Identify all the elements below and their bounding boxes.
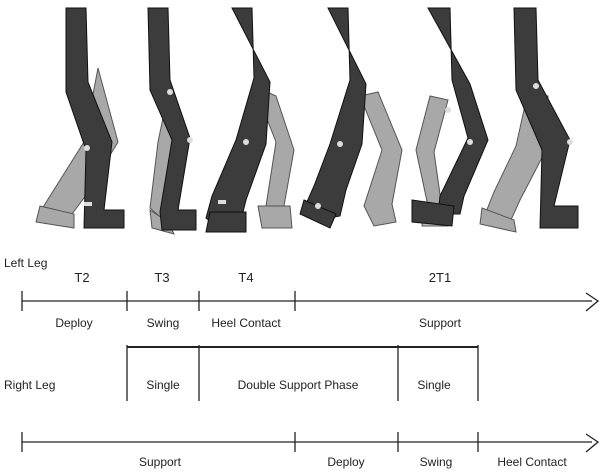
support-phase-band: Right Leg Single Double Support Phase Si…: [4, 345, 478, 401]
phase-title-t3: T3: [154, 270, 169, 285]
single-support-2: Single: [417, 378, 451, 392]
phase-title-t4: T4: [238, 270, 253, 285]
leg-figure-1: [36, 8, 124, 228]
phase-deploy: Deploy: [55, 316, 92, 330]
right-leg-axis-arrow: [586, 434, 598, 452]
left-leg-timeline: Left Leg T2 T3 T4 2T1 Deploy Swing Heel …: [4, 256, 598, 330]
right-phase-support: Support: [139, 455, 182, 469]
single-support-1: Single: [146, 378, 180, 392]
leg-figures: [36, 8, 578, 234]
leg-figure-2: [148, 8, 196, 234]
right-phase-heel-contact: Heel Contact: [497, 455, 567, 469]
leg-figure-5: [412, 8, 488, 226]
leg-figure-4: [300, 8, 402, 228]
leg-figure-3: [206, 8, 294, 232]
phase-support: Support: [419, 316, 462, 330]
phase-heel-contact: Heel Contact: [211, 316, 281, 330]
left-leg-label: Left Leg: [4, 256, 47, 270]
phase-title-2t1: 2T1: [429, 270, 451, 285]
phase-title-t2: T2: [74, 270, 89, 285]
phase-swing: Swing: [147, 316, 180, 330]
right-leg-label: Right Leg: [4, 378, 55, 392]
right-leg-timeline: Support Deploy Swing Heel Contact: [22, 432, 598, 469]
leg-figure-6: [480, 8, 578, 232]
double-support-phase: Double Support Phase: [238, 378, 359, 392]
left-leg-axis-arrow: [586, 293, 598, 311]
right-phase-deploy: Deploy: [327, 455, 364, 469]
right-phase-swing: Swing: [420, 455, 453, 469]
